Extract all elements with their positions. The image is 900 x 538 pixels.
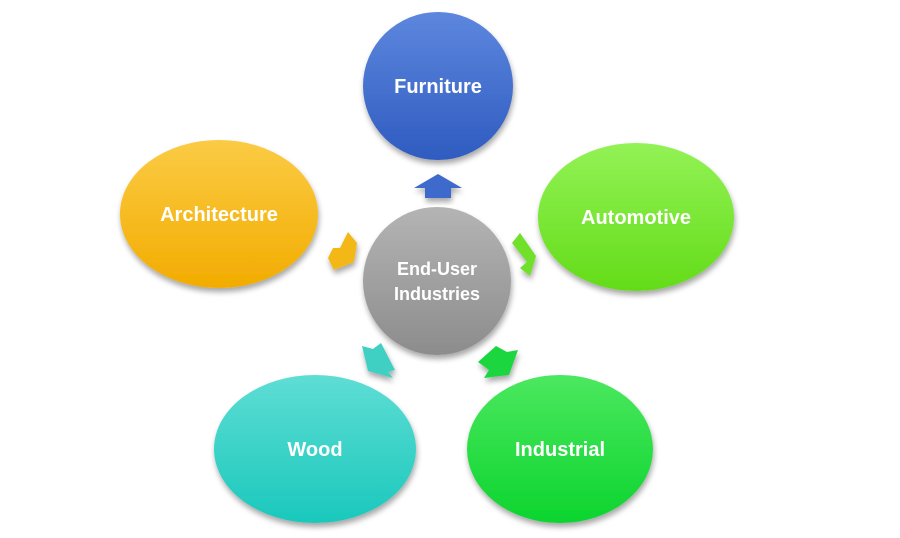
node-automotive-label: Automotive — [581, 207, 691, 229]
arrow-to-furniture — [414, 174, 462, 198]
hub-label-line2: Industries — [394, 284, 480, 304]
arrow-to-industrial — [478, 346, 518, 378]
node-industrial: Industrial — [467, 375, 653, 523]
node-wood-label: Wood — [287, 439, 342, 461]
hub-circle: End-User Industries — [363, 207, 511, 355]
arrow-to-automotive — [512, 233, 536, 276]
arrow-to-architecture — [328, 232, 357, 270]
node-industrial-label: Industrial — [515, 439, 605, 461]
node-furniture: Furniture — [363, 12, 513, 160]
arrow-to-wood — [362, 343, 395, 378]
node-furniture-label: Furniture — [394, 76, 482, 98]
node-architecture: Architecture — [120, 140, 318, 288]
node-architecture-label: Architecture — [160, 204, 278, 226]
node-automotive: Automotive — [538, 143, 734, 291]
hub-label-line1: End-User — [397, 259, 477, 279]
node-wood: Wood — [214, 375, 416, 523]
